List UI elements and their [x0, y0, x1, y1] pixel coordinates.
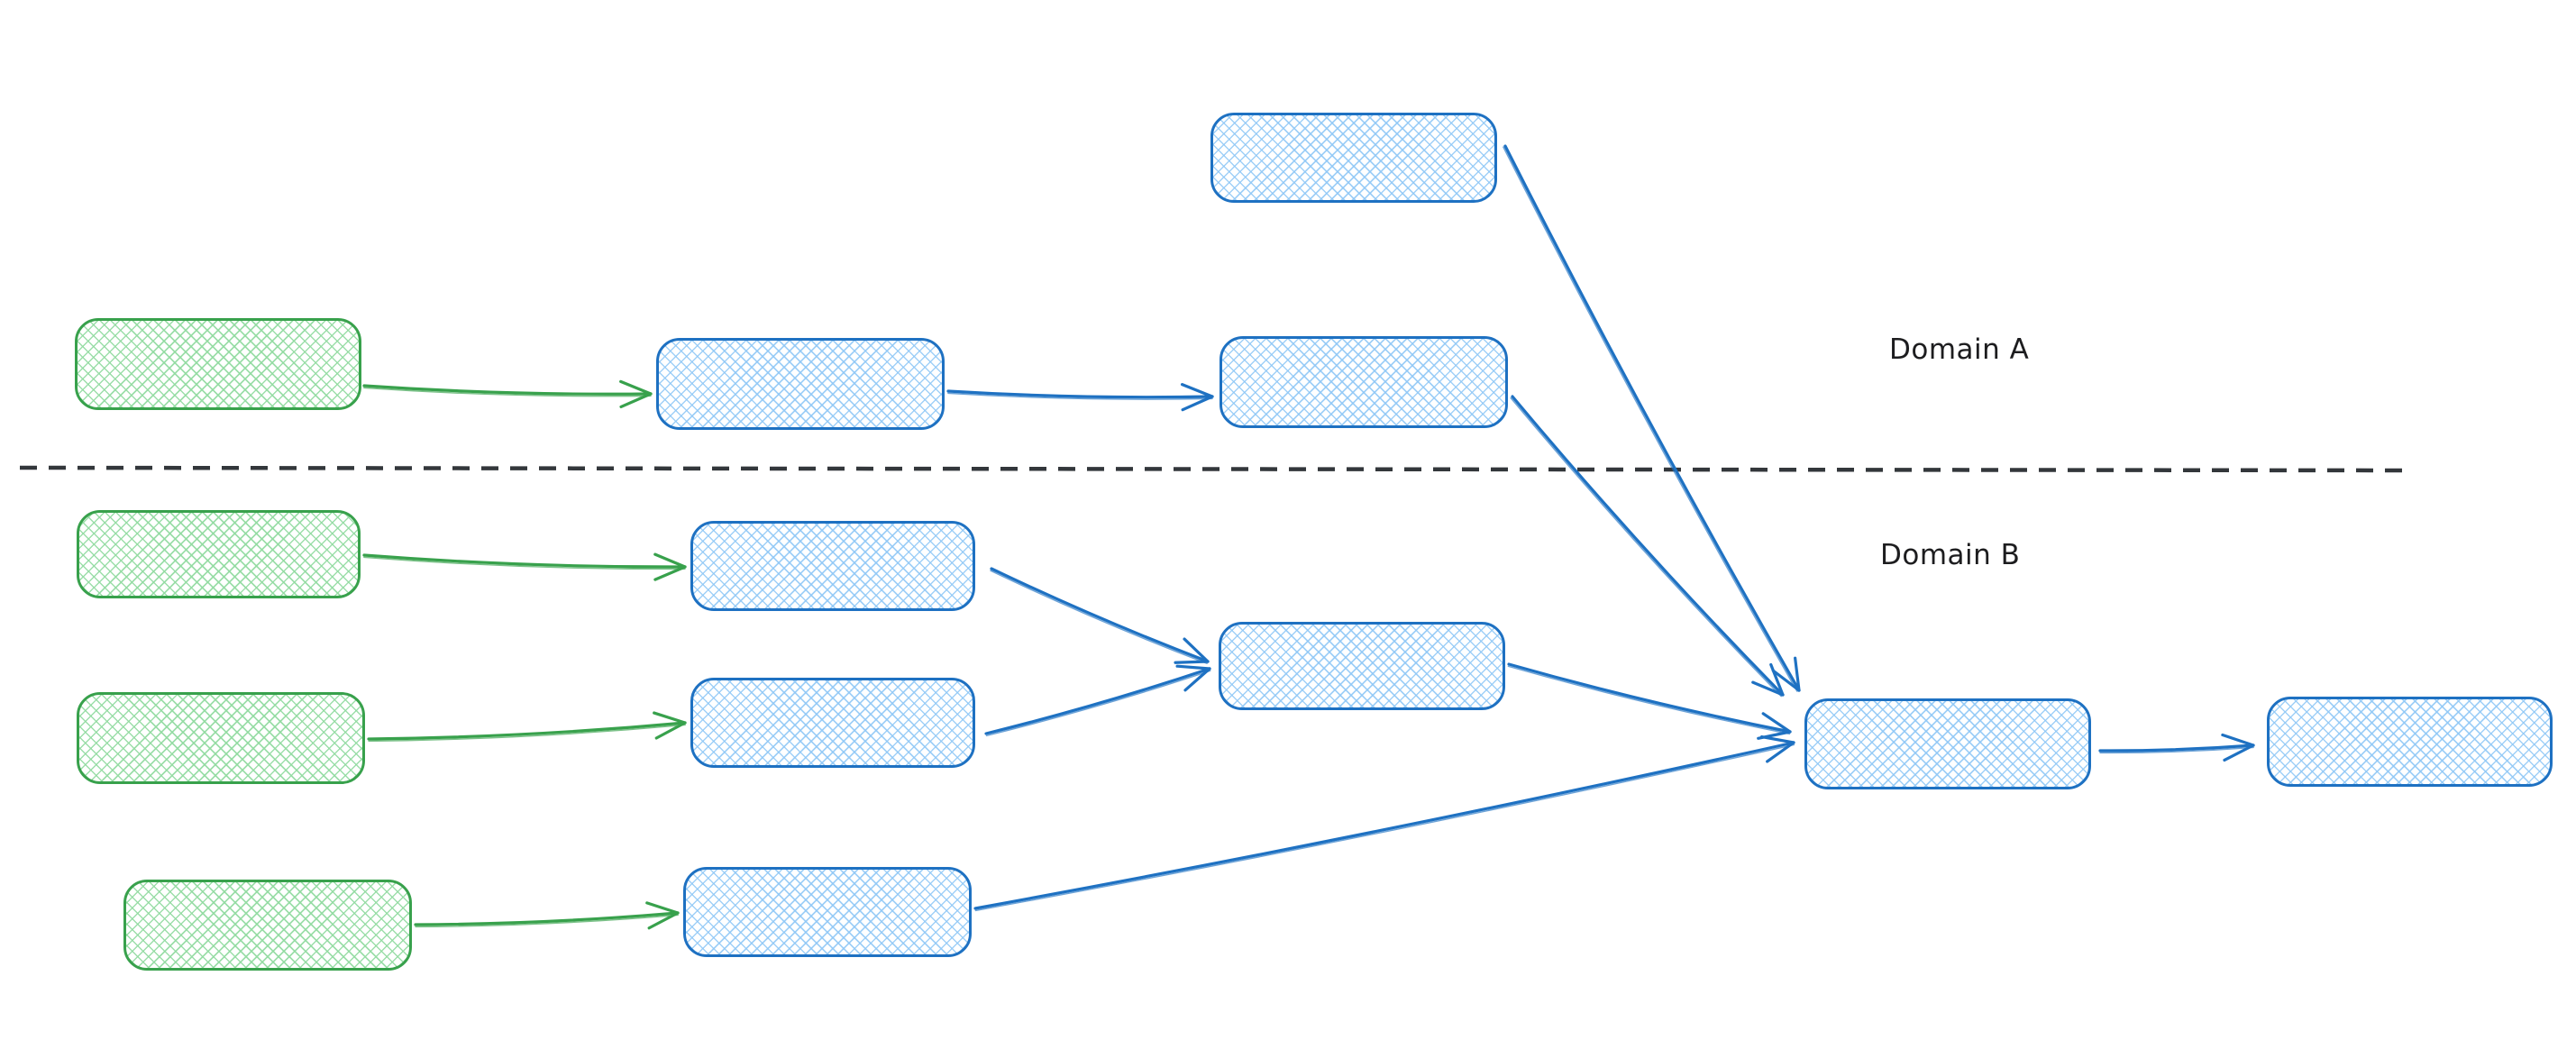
node-domain-b-stage2-blue[interactable] [690, 678, 975, 768]
node-domain-b-source1-green[interactable] [77, 510, 361, 598]
node-domain-b-source2-green[interactable] [77, 692, 365, 784]
node-domain-a-source-green[interactable] [75, 318, 361, 410]
domain-b-label[interactable]: Domain B [1880, 539, 2021, 571]
node-domain-a-stage2-blue[interactable] [1219, 336, 1508, 428]
node-domain-a-stage1-blue[interactable] [656, 338, 945, 430]
node-hub-blue[interactable] [1804, 698, 2091, 789]
node-domain-b-stage1-blue[interactable] [690, 521, 975, 611]
node-output-blue[interactable] [2267, 697, 2553, 787]
node-external-top-blue[interactable] [1210, 113, 1497, 203]
node-domain-b-stage3-blue[interactable] [683, 867, 972, 957]
domain-a-label[interactable]: Domain A [1889, 333, 2030, 366]
node-domain-b-source3-green[interactable] [123, 880, 412, 971]
node-domain-b-merge-blue[interactable] [1219, 622, 1505, 710]
